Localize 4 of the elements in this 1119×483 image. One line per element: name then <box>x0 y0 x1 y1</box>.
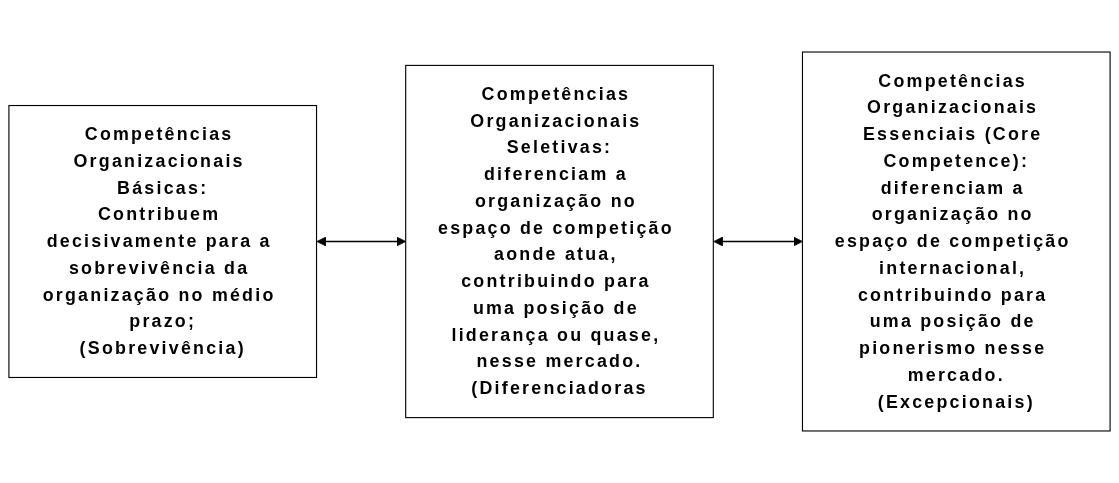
arrow <box>713 236 803 247</box>
node-box: Competências Organizacionais Básicas: Contribuem decisivamente para a sobrevivência da organização no médio prazo; (Sobrevivência) <box>8 104 318 379</box>
node-box: Competências Organizacionais Essenciais (Core Competence): diferenciam a organização no espaço de competição internacional, contribuindo para uma posição de pionerismo nesse mercado. (Excepcionais) <box>801 51 1111 432</box>
node-box: Competências Organizacionais Seletivas: diferenciam a organização no espaço de competição aonde atua, contribuindo para uma posição de liderança ou quase, nesse mercado. (Diferenciadoras <box>405 64 714 419</box>
